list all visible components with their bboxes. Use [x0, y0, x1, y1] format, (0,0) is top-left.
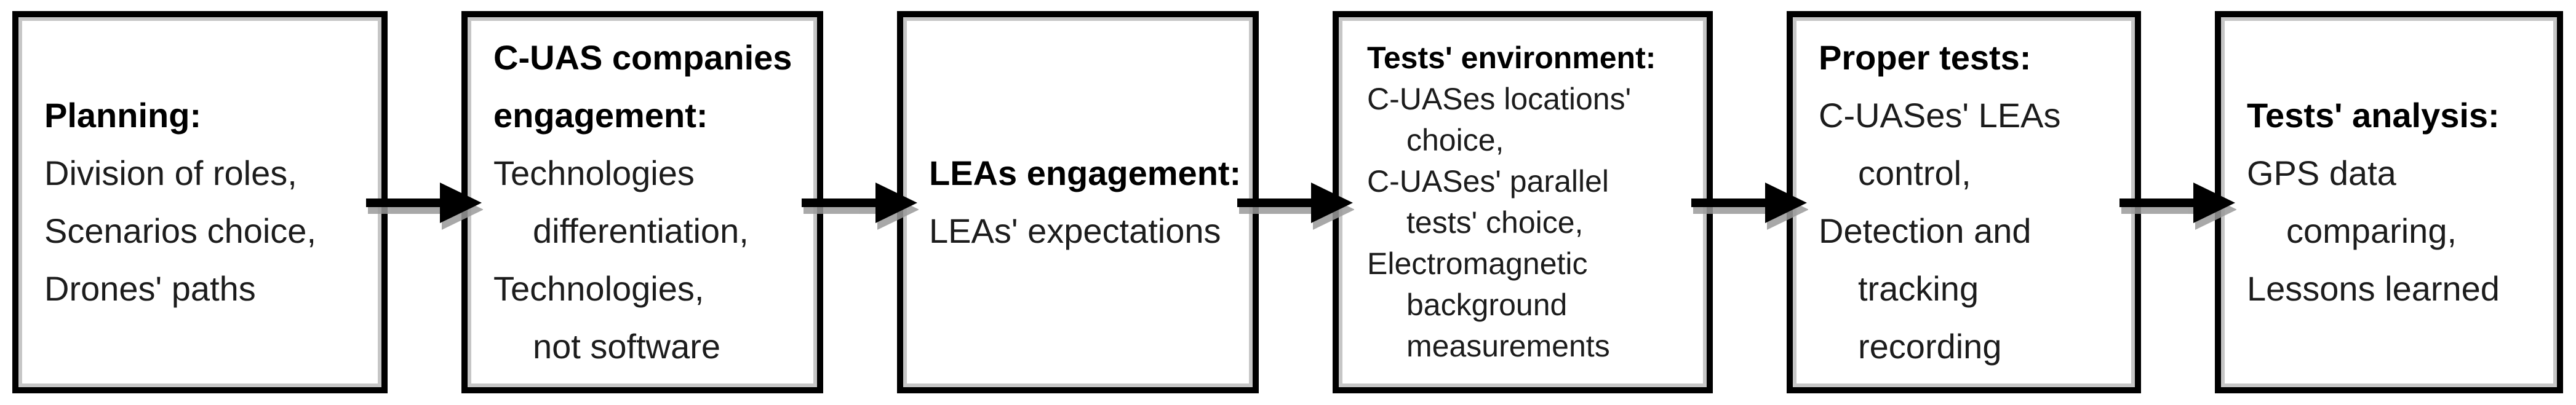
arrow-right-icon [1237, 176, 1354, 238]
arrow-right-icon [802, 176, 919, 238]
box-text-line: Detection and [1819, 211, 2032, 250]
box-text-line: Division of roles, [44, 154, 297, 192]
flow-box-cuas-companies-engagement: C-UAS companies engagement: Technologies di… [461, 11, 823, 393]
box-text-line: C-UASes' parallel [1367, 164, 1609, 199]
box-text-line: LEAs' expectations [929, 211, 1221, 250]
arrow-right-icon [2119, 176, 2236, 238]
box-text-line: Technologies [493, 154, 695, 192]
box-title-line: Tests' analysis: [2247, 96, 2500, 135]
box-text-line: GPS data [2247, 154, 2396, 192]
box-text-line: tracking [1858, 269, 1979, 308]
box-text-line: C-UASes locations' [1367, 82, 1632, 116]
flow-box-tests-environment: Tests' environment: C-UASes locations' cho… [1333, 11, 1713, 393]
box-text-line: choice, [1406, 123, 1504, 157]
box-text-line: control, [1858, 154, 1971, 192]
box-text-line: background [1406, 288, 1568, 322]
box-text-line: differentiation, [533, 211, 749, 250]
box-title-line: C-UAS companies [493, 38, 792, 77]
box-title-line: LEAs engagement: [929, 154, 1242, 192]
flow-box-tests-analysis: Tests' analysis: GPS data comparing, Lesson… [2215, 11, 2563, 393]
box-title-line: Tests' environment: [1367, 41, 1656, 75]
box-text-line: Electromagnetic [1367, 246, 1588, 281]
box-text-line: Scenarios choice, [44, 211, 317, 250]
flow-box-proper-tests: Proper tests: C-UASes' LEAs control, Detect… [1787, 11, 2141, 393]
flow-box-leas-engagement: LEAs engagement: LEAs' expectations [897, 11, 1259, 393]
flow-box-planning: Planning: Division of roles, Scenarios cho… [12, 11, 388, 393]
box-text-line: measurements [1406, 329, 1610, 363]
box-text-line: not software [533, 327, 721, 366]
box-title-line: engagement: [493, 96, 708, 135]
box-text-line: recording [1858, 327, 2002, 366]
box-title-line: Planning: [44, 96, 202, 135]
box-text-line: Drones' paths [44, 269, 256, 308]
box-text-line: Technologies, [493, 269, 704, 308]
box-text-line: Lessons learned [2247, 269, 2500, 308]
box-text-line: C-UASes' LEAs [1819, 96, 2061, 135]
box-text-line: comparing, [2286, 211, 2457, 250]
arrow-right-icon [366, 176, 483, 238]
box-title-line: Proper tests: [1819, 38, 2032, 77]
box-text-line: tests' choice, [1406, 205, 1584, 240]
arrow-right-icon [1691, 176, 1808, 238]
